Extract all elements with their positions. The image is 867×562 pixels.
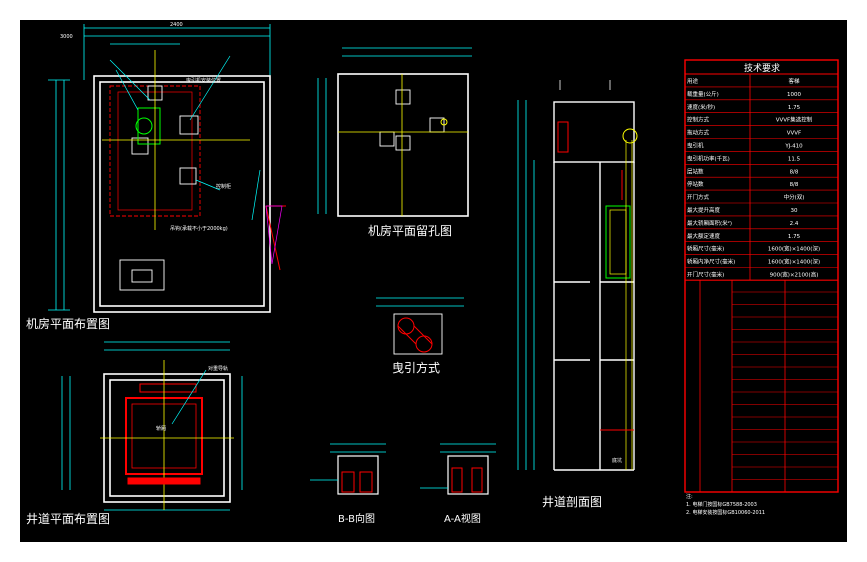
cad-drawing-canvas: 3000 2400 曳引机安装位置 吊钩(承载不小于2000kg) 控制柜 机房…	[20, 20, 847, 542]
spec-row-label: 拖动方式	[687, 129, 710, 137]
spec-row-label: 层站数	[687, 167, 704, 175]
spec-row-value: 1.75	[788, 234, 801, 240]
cad-drawing: 3000 2400 曳引机安装位置 吊钩(承载不小于2000kg) 控制柜 机房…	[26, 22, 839, 526]
mr-note4: 吊钩(承载不小于2000kg)	[170, 225, 228, 232]
spec-row-label: 最大额定速度	[687, 232, 721, 240]
spec-row-label: 载重量(公斤)	[687, 90, 719, 98]
machine-room-plan: 3000 2400 曳引机安装位置 吊钩(承载不小于2000kg) 控制柜 机房…	[26, 22, 286, 331]
traction-method-title: 曳引方式	[392, 360, 440, 375]
spec-table-header: 技术要求	[744, 62, 780, 74]
spec-row-label: 用途	[687, 77, 699, 85]
a-view: A-A视图	[420, 443, 496, 525]
spec-row-value: 客梯	[788, 77, 800, 85]
spec-row-value: 1600(宽)×1400(深)	[768, 258, 820, 266]
machine-room-plan-title: 机房平面布置图	[26, 316, 110, 331]
machine-room-holes: 机房平面留孔图	[317, 47, 472, 238]
spec-row-value: VVVF集选控制	[776, 116, 813, 124]
machine-room-holes-title: 机房平面留孔图	[368, 223, 452, 238]
spec-row-label: 控制方式	[687, 116, 710, 124]
spec-row-label: 最大提升高度	[687, 206, 721, 214]
spec-row-label: 速度(米/秒)	[687, 103, 715, 111]
spec-row-label: 曳引机	[687, 142, 704, 150]
pit-label: 底坑	[612, 457, 622, 464]
spec-row-label: 开门尺寸(毫米)	[687, 271, 724, 279]
spec-row-value: 8/8	[790, 182, 799, 188]
spec-row-value: 2.4	[790, 221, 799, 227]
shaft-plan: 对重导轨 轿厢 井道平面布置图	[26, 341, 243, 526]
spec-row-value: YJ-410	[784, 144, 803, 150]
spec-note-0: 注:	[686, 493, 693, 500]
spec-row-value: 30	[791, 208, 798, 214]
shaft-section-title: 井道剖面图	[542, 495, 602, 509]
spec-row-label: 轿厢内净尺寸(毫米)	[687, 258, 735, 266]
mr-note1: 曳引机安装位置	[186, 77, 221, 84]
spec-row-label: 开门方式	[687, 193, 710, 201]
spec-row-label: 停站数	[687, 180, 704, 188]
traction-method: 曳引方式	[376, 297, 464, 375]
b-view-title: B-B向图	[338, 512, 375, 525]
b-view: B-B向图	[310, 443, 386, 525]
shaft-plan-title: 井道平面布置图	[26, 512, 110, 526]
spec-row-value: 1000	[787, 92, 801, 98]
spec-row-value: 1600(宽)×1400(深)	[768, 245, 820, 253]
spec-row-value: 11.5	[788, 156, 801, 162]
mr-dim-top: 2400	[170, 22, 183, 28]
spec-row-label: 最大轿厢面积(米²)	[687, 219, 732, 227]
a-view-title: A-A视图	[444, 512, 481, 525]
spec-row-label: 曳引机功率(千瓦)	[687, 154, 730, 162]
spec-row-value: 1.75	[788, 105, 801, 111]
spec-notes: 注: 1. 电梯门按国标GB7588-2003 2. 电梯安装按国标GB1006…	[686, 493, 765, 516]
spec-row-value: 中分(双)	[784, 193, 805, 201]
spec-row-value: VVVF	[787, 131, 801, 137]
shaft-note2: 轿厢	[156, 425, 166, 432]
spec-row-label: 轿厢尺寸(毫米)	[687, 245, 724, 253]
shaft-section: 底坑 井道剖面图	[517, 80, 638, 509]
spec-row-value: 900(宽)×2100(高)	[770, 271, 819, 279]
shaft-note1: 对重导轨	[208, 365, 228, 372]
mr-note3: 控制柜	[216, 183, 231, 190]
spec-note-1: 1. 电梯门按国标GB7588-2003	[686, 501, 757, 508]
spec-row-value: 8/8	[790, 169, 799, 175]
mr-dim-label: 3000	[60, 34, 73, 40]
spec-note-2: 2. 电梯安装按国标GB10060-2011	[686, 509, 765, 516]
